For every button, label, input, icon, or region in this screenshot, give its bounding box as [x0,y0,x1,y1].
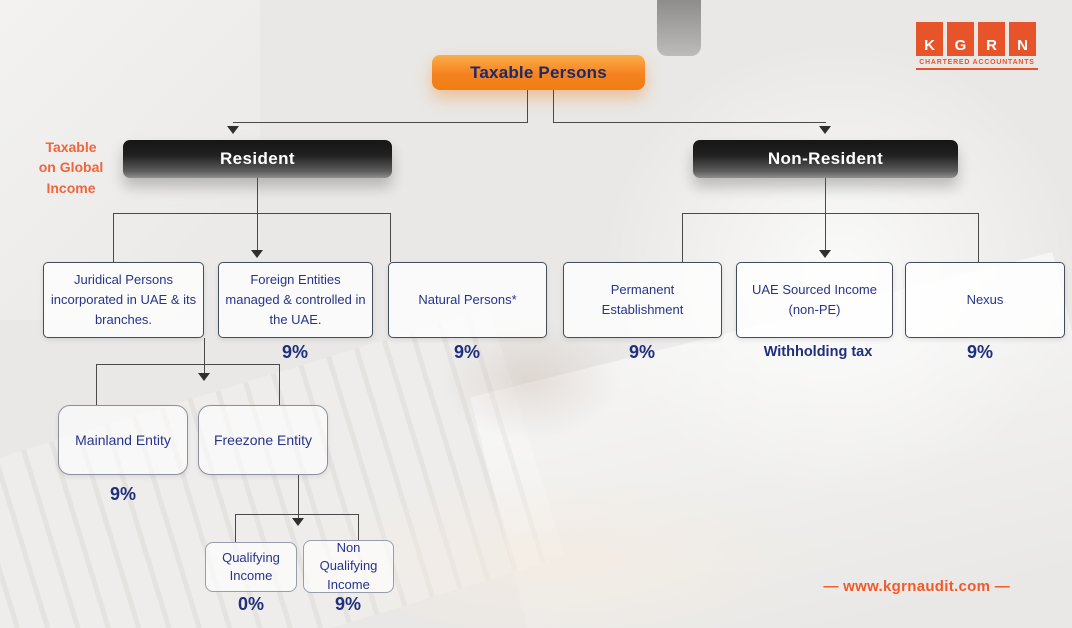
logo-letter-k: K [916,22,943,56]
connector-arrow-icon [251,250,263,258]
logo-tagline: CHARTERED ACCOUNTANTS [916,59,1038,70]
taxable-on-global-income-label: Taxable on Global Income [26,137,116,198]
node-foreign-entities: Foreign Entities managed & controlled in… [218,262,373,338]
connector-line [553,90,554,122]
website-url: — www.kgrnaudit.com — [823,578,1010,595]
connector-line [527,90,528,122]
node-nexus: Nexus [905,262,1065,338]
connector-line [96,364,97,405]
side-label-line3: Income [46,179,96,196]
node-natural-persons: Natural Persons* [388,262,547,338]
node-permanent-establishment: Permanent Establishment [563,262,722,338]
connector-line [825,178,826,250]
kgrn-logo: K G R N CHARTERED ACCOUNTANTS [916,22,1038,70]
logo-letter-g: G [947,22,974,56]
rate-permanent-establishment: 9% [628,342,655,362]
rate-qualifying-income: 0% [237,594,264,614]
connector-line [257,178,258,250]
connector-line [978,213,979,262]
connector-arrow-icon [819,126,831,134]
connector-line [682,213,978,214]
connector-line [279,364,280,405]
connector-line [204,338,205,374]
connector-line [96,364,279,365]
connector-line [233,122,528,123]
logo-letter-r: R [978,22,1005,56]
connector-arrow-icon [198,373,210,381]
logo-letter-n: N [1009,22,1036,56]
node-mainland-entity: Mainland Entity [58,405,188,475]
connector-line [235,514,358,515]
rate-nexus: 9% [966,342,993,362]
connector-arrow-icon [227,126,239,134]
connector-line [113,213,114,262]
rate-natural-persons: 9% [453,342,480,362]
node-freezone-entity: Freezone Entity [198,405,328,475]
connector-arrow-icon [292,518,304,526]
node-non-resident: Non-Resident [693,140,958,178]
side-label-line1: Taxable [45,139,97,155]
side-label-line2: on Global [38,159,104,176]
connector-line [298,475,299,519]
rate-mainland-entity: 9% [109,484,136,504]
node-resident: Resident [123,140,392,178]
connector-line [553,122,826,123]
node-uae-sourced-income: UAE Sourced Income (non-PE) [736,262,893,338]
connector-line [682,213,683,262]
node-qualifying-income: Qualifying Income [205,542,297,592]
node-juridical-persons: Juridical Persons incorporated in UAE & … [43,262,204,338]
kgrn-logo-tiles: K G R N [916,22,1038,56]
node-non-qualifying-income: Non Qualifying Income [303,540,394,593]
connector-line [113,213,390,214]
connector-line [358,514,359,540]
connector-arrow-icon [819,250,831,258]
connector-line [390,213,391,262]
background-dark-object [657,0,701,56]
node-taxable-persons: Taxable Persons [432,55,645,90]
rate-uae-sourced-income: Withholding tax [763,344,873,360]
connector-line [235,514,236,542]
background-hand-shape [440,320,620,440]
rate-non-qualifying-income: 9% [334,594,361,614]
rate-foreign-entities: 9% [281,342,308,362]
